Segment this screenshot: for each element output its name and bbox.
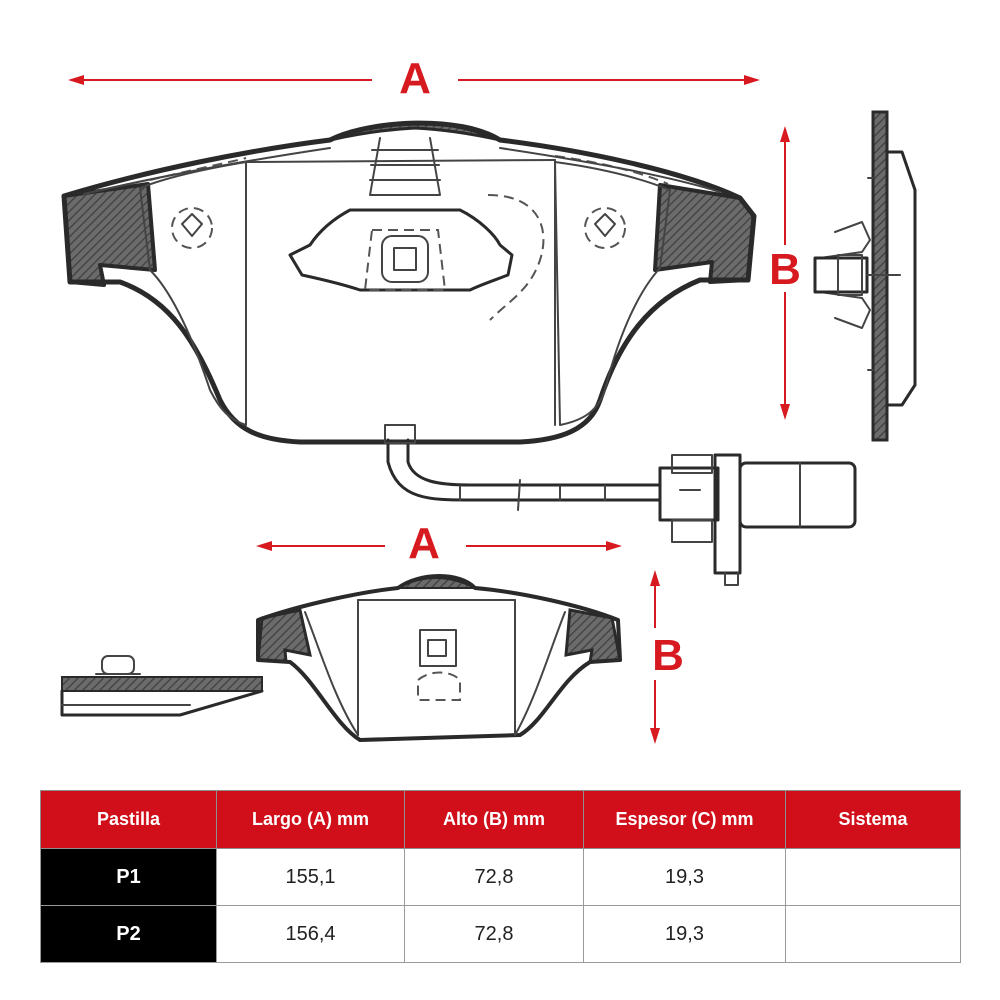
cell-sistema bbox=[785, 905, 961, 963]
brake-pad-second-view bbox=[256, 574, 622, 742]
dimension-a-bottom: A bbox=[256, 519, 622, 568]
table-row: P2 156,4 72,8 19,3 bbox=[40, 905, 961, 963]
dimension-b-bottom: B bbox=[650, 570, 684, 744]
dimension-b-label: B bbox=[769, 245, 801, 294]
row-label: P1 bbox=[40, 848, 217, 906]
dimension-b-bottom-label: B bbox=[652, 631, 684, 680]
row-label: P2 bbox=[40, 905, 217, 963]
dimension-a-top: A bbox=[68, 54, 760, 103]
cell-alto: 72,8 bbox=[404, 848, 584, 906]
spec-table: Pastilla Largo (A) mm Alto (B) mm Espeso… bbox=[40, 790, 961, 963]
column-header-sistema: Sistema bbox=[785, 790, 961, 849]
dimension-a-label: A bbox=[399, 54, 431, 103]
cell-sistema bbox=[785, 848, 961, 906]
cell-espesor: 19,3 bbox=[583, 905, 786, 963]
table-row: P1 155,1 72,8 19,3 bbox=[40, 848, 961, 906]
wear-sensor bbox=[384, 424, 857, 586]
brake-pad-drawing: A B bbox=[60, 54, 917, 744]
cell-espesor: 19,3 bbox=[583, 848, 786, 906]
table-header-row: Pastilla Largo (A) mm Alto (B) mm Espeso… bbox=[40, 790, 961, 849]
dimension-b-right: B bbox=[769, 126, 801, 420]
cell-largo: 155,1 bbox=[216, 848, 405, 906]
cell-largo: 156,4 bbox=[216, 905, 405, 963]
brake-pad-front-view bbox=[61, 120, 757, 445]
brake-pad-small-side-view bbox=[60, 655, 264, 717]
column-header-largo: Largo (A) mm bbox=[216, 790, 405, 849]
dimension-a-bottom-label: A bbox=[408, 519, 440, 568]
column-header-pastilla: Pastilla bbox=[40, 790, 217, 849]
cell-alto: 72,8 bbox=[404, 905, 584, 963]
column-header-espesor: Espesor (C) mm bbox=[583, 790, 786, 849]
column-header-alto: Alto (B) mm bbox=[404, 790, 584, 849]
brake-pad-side-view bbox=[813, 110, 917, 442]
